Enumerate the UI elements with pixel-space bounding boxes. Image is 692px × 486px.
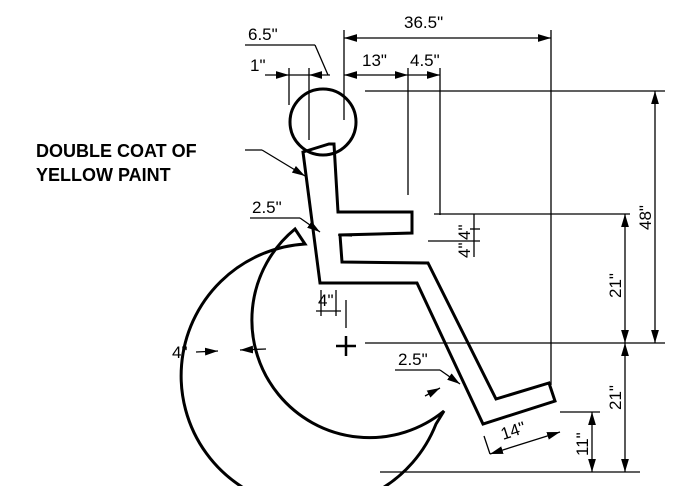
dimension-lines [195, 34, 659, 472]
dim-head-gap: 1" [250, 56, 266, 75]
paint-note-line1: DOUBLE COAT OF [36, 141, 197, 161]
dim-arm-gap: 4" [455, 243, 474, 259]
dim-torso-width: 2.5" [252, 198, 282, 217]
dim-overall-width: 36.5" [404, 13, 443, 32]
paint-note-line2: YELLOW PAINT [36, 165, 171, 185]
body-outline [301, 142, 557, 426]
wheelchair-figure [179, 87, 557, 486]
dim-overall-height: 48" [636, 205, 655, 230]
dim-torso-to-arm: 13" [362, 51, 387, 70]
head-circle [288, 87, 358, 157]
dim-torso-small: 4" [318, 291, 334, 310]
dim-head-offset: 6.5" [248, 25, 278, 44]
dim-wheel-thickness: 4" [172, 343, 188, 362]
wheel-arc [179, 226, 446, 486]
dim-center-to-base: 21" [606, 385, 625, 410]
dim-foot-length: 14" [498, 418, 528, 444]
dim-arm-height: 4" [455, 225, 474, 241]
dim-leg-width: 2.5" [398, 350, 428, 369]
dim-foot-height: 11" [573, 432, 592, 456]
dim-arm-offset: 4.5" [410, 51, 440, 70]
dim-center-to-arm: 21" [606, 273, 625, 298]
extension-lines [288, 30, 665, 473]
dimension-labels: 36.5" 6.5" 1" 13" 4.5" 48" 21" 21" 11" 4… [36, 13, 655, 456]
